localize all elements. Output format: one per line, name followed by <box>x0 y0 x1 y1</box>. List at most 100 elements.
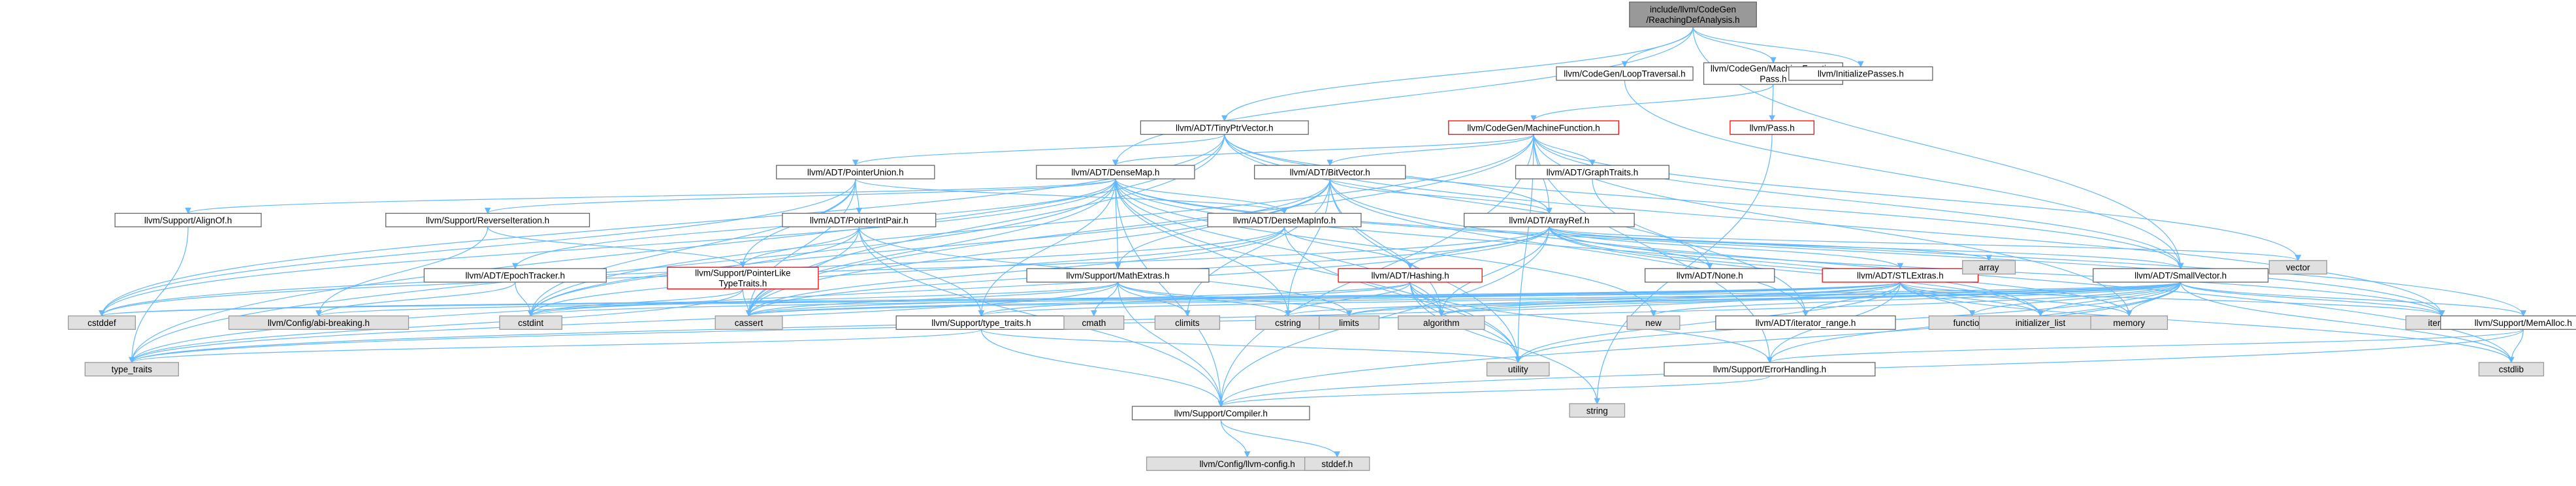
node-alignOf[interactable]: llvm/Support/AlignOf.h <box>114 212 262 227</box>
node-label: llvm/ADT/Hashing.h <box>1371 271 1449 281</box>
node-box <box>1154 315 1221 330</box>
node-limits: limits <box>1319 315 1380 330</box>
node-label: llvm/ADT/BitVector.h <box>1290 168 1370 178</box>
node-ptrIntPair[interactable]: llvm/ADT/PointerIntPair.h <box>782 212 937 227</box>
node-revIter[interactable]: llvm/Support/ReverseIteration.h <box>385 212 590 227</box>
node-hashing[interactable]: llvm/ADT/Hashing.h <box>1338 268 1483 283</box>
node-box <box>385 212 590 227</box>
edge-denseMap-to-revIter <box>485 178 1116 214</box>
edge-smallVector-to-initList <box>2037 282 2182 317</box>
node-box <box>1036 165 1195 180</box>
edge-smallVector-to-iterator <box>2180 282 2445 317</box>
node-label: llvm/ADT/TinyPtrVector.h <box>1176 123 1274 133</box>
edge-ptrLike-to-typeTraits <box>129 289 743 363</box>
node-label: llvm/ADT/EpochTracker.h <box>466 271 566 281</box>
node-label: llvm/Support/ErrorHandling.h <box>1713 364 1826 374</box>
node-label: type_traits <box>112 364 153 374</box>
edge-denseMap-to-initList <box>1115 178 2044 317</box>
node-initPasses[interactable]: llvm/InitializePasses.h <box>1788 66 1933 81</box>
node-memAlloc[interactable]: llvm/Support/MemAlloc.h <box>2440 315 2576 330</box>
edges-layer <box>99 27 2526 458</box>
edge-tinyPtr-to-ptrUnion <box>852 134 1225 167</box>
node-label: llvm/CodeGen/MachineFunction.h <box>1467 123 1600 133</box>
node-llvmConfig: llvm/Config/llvm-config.h <box>1146 456 1349 471</box>
edge-epoch-to-abiBreaking <box>315 282 516 317</box>
edge-stlExtras-to-algorithm <box>1438 282 1901 317</box>
edge-stlExtras-to-cstdlib <box>1899 282 2515 363</box>
node-bitVector[interactable]: llvm/ADT/BitVector.h <box>1253 165 1406 180</box>
edge-ptrUnion-to-cassert <box>745 178 856 317</box>
edge-tinyPtr-to-none <box>1224 134 1713 270</box>
node-label: memory <box>2113 318 2145 328</box>
node-box <box>1448 120 1619 135</box>
node-compiler[interactable]: llvm/Support/Compiler.h <box>1131 406 1310 421</box>
edge-stlExtras-to-limits <box>1346 282 1901 317</box>
edge-compiler-to-llvmConfig <box>1220 419 1251 458</box>
edge-machineFunction-to-graphTraits <box>1533 134 1596 167</box>
node-label: algorithm <box>1423 318 1460 328</box>
edge-smallVector-to-typeTraitsLlvm <box>978 282 2182 317</box>
node-box <box>1398 315 1485 330</box>
node-label: llvm/Config/llvm-config.h <box>1199 459 1295 469</box>
edge-arrayRef-to-cstddef <box>99 227 1550 317</box>
edge-bitVector-to-climits <box>1184 178 1330 317</box>
node-loopTraversal[interactable]: llvm/CodeGen/LoopTraversal.h <box>1556 66 1694 81</box>
edge-bitVector-to-cassert <box>745 178 1330 317</box>
node-label: llvm/Support/ReverseIteration.h <box>426 216 549 225</box>
node-ptrUnion[interactable]: llvm/ADT/PointerUnion.h <box>776 165 935 180</box>
node-label: cstddef <box>88 318 116 328</box>
node-climits: climits <box>1154 315 1221 330</box>
node-denseMap[interactable]: llvm/ADT/DenseMap.h <box>1036 165 1195 180</box>
node-stlExtras[interactable]: llvm/ADT/STLExtras.h <box>1822 268 1979 283</box>
node-epoch[interactable]: llvm/ADT/EpochTracker.h <box>423 268 607 283</box>
edge-smallVector-to-algorithm <box>1438 282 2182 317</box>
edge-stlExtras-to-cstddef <box>99 282 1901 317</box>
node-arrayRef[interactable]: llvm/ADT/ArrayRef.h <box>1464 212 1635 227</box>
node-label: utility <box>1508 364 1528 374</box>
edge-smallVector-to-functional <box>1969 282 2182 317</box>
edge-ptrUnion-to-ptrIntPair <box>855 178 863 214</box>
node-errorHandling[interactable]: llvm/Support/ErrorHandling.h <box>1664 362 1876 377</box>
node-box <box>67 315 136 330</box>
node-label: llvm/ADT/iterator_range.h <box>1756 318 1856 328</box>
edge-mfp-to-pass <box>1769 84 1775 122</box>
edge-typeTraitsLlvm-to-typeTraits <box>129 329 982 363</box>
node-tinyPtr[interactable]: llvm/ADT/TinyPtrVector.h <box>1140 120 1309 135</box>
node-box <box>1253 165 1406 180</box>
node-iterRange[interactable]: llvm/ADT/iterator_range.h <box>1715 315 1896 330</box>
node-label: llvm/CodeGen/LoopTraversal.h <box>1564 69 1685 79</box>
edge-tinyPtr-to-smallVector <box>1224 134 2184 270</box>
node-label: /ReachingDefAnalysis.h <box>1646 15 1739 25</box>
node-typeTraitsLlvm[interactable]: llvm/Support/type_traits.h <box>895 315 1067 330</box>
node-box <box>2268 260 2328 275</box>
node-label: llvm/ADT/DenseMap.h <box>1071 168 1159 178</box>
node-root[interactable]: include/llvm/CodeGen/ReachingDefAnalysis… <box>1629 1 1757 27</box>
node-initList: initializer_list <box>1978 315 2102 330</box>
node-none[interactable]: llvm/ADT/None.h <box>1645 268 1775 283</box>
node-graphTraits[interactable]: llvm/ADT/GraphTraits.h <box>1515 165 1669 180</box>
edge-stlExtras-to-initList <box>1899 282 2044 317</box>
node-cstdint: cstdint <box>499 315 562 330</box>
node-box <box>2090 315 2168 330</box>
edge-machineFunction-to-smallVector <box>1533 134 2184 270</box>
node-box <box>782 212 937 227</box>
node-box <box>715 315 783 330</box>
edge-denseMapInfo-to-hashing <box>1283 227 1413 270</box>
edge-smallVector-to-memory <box>2125 282 2182 317</box>
node-denseMapInfo[interactable]: llvm/ADT/DenseMapInfo.h <box>1207 212 1362 227</box>
node-box <box>1715 315 1896 330</box>
node-label: llvm/Support/MemAlloc.h <box>2475 318 2572 328</box>
node-label: llvm/ADT/ArrayRef.h <box>1509 216 1589 225</box>
edge-stlExtras-to-cassert <box>746 282 1901 317</box>
node-machineFunction[interactable]: llvm/CodeGen/MachineFunction.h <box>1448 120 1619 135</box>
edge-bitVector-to-algorithm <box>1329 178 1445 317</box>
node-mathExtras[interactable]: llvm/Support/MathExtras.h <box>1026 268 1210 283</box>
edge-root-to-denseMap <box>1112 27 1694 167</box>
node-pass[interactable]: llvm/Pass.h <box>1730 120 1814 135</box>
edge-smallVector-to-new <box>1650 282 2182 317</box>
edge-tinyPtr-to-cstddef <box>99 134 1225 317</box>
node-abiBreaking: llvm/Config/abi-breaking.h <box>228 315 410 330</box>
node-smallVector[interactable]: llvm/ADT/SmallVector.h <box>2093 268 2269 283</box>
node-label: llvm/ADT/None.h <box>1677 271 1743 281</box>
